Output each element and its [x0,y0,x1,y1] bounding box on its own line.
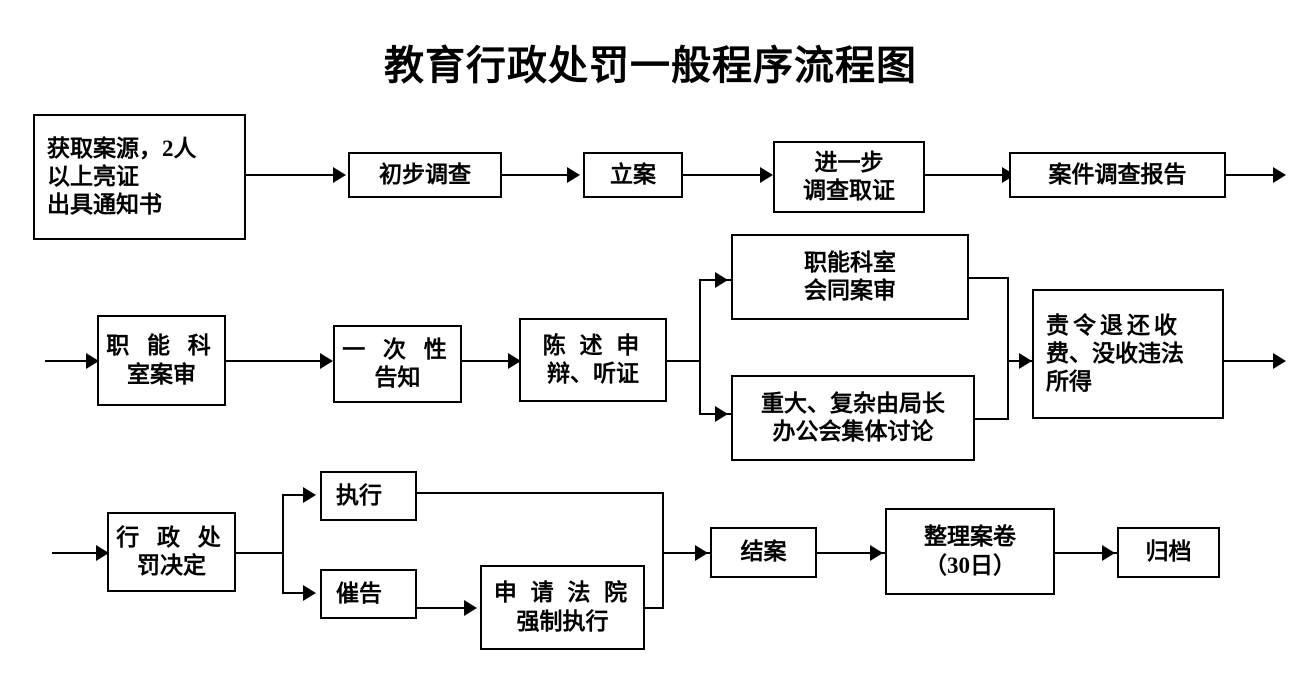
node-apply-court-enforcement: 申 请 法 院 强制执行 [480,565,645,650]
edge-n4-n5-line [925,174,1005,176]
node-administrative-penalty-decision: 行 政 处 罚决定 [107,512,236,592]
edge-n5-wrap-line [1226,174,1276,176]
node-line: 申 请 法 院 [493,580,632,606]
node-line: 责令退还收 [1046,312,1181,338]
node-execution: 执行 [320,471,417,521]
node-line: 一 次 性 [342,336,453,362]
node-line: （30日） [924,552,1016,578]
node-functional-department-review: 职 能 科 室案审 [97,315,226,406]
edge-n11-wrap-arrowhead [1273,353,1286,369]
node-line: 执行 [336,482,382,508]
edge-split-n14-line [282,592,314,594]
edge-merge-vertical [1007,277,1009,420]
node-organize-case-file: 整理案卷 （30日） [885,508,1055,595]
edge-n11-wrap-line [1224,360,1276,362]
edge-merge-row3-vertical [662,492,664,609]
edge-merge-n16-arrowhead [695,545,708,561]
edge-split-n13-arrowhead [303,487,316,503]
edge-n17-n18-arrowhead [1102,545,1115,561]
edge-n1-n2-arrowhead [333,167,346,183]
node-line: 进一步 [814,149,884,175]
node-one-time-notification: 一 次 性 告知 [333,325,462,403]
node-further-investigation: 进一步 调查取证 [773,141,925,213]
edge-n15-route-bottom [645,607,664,609]
node-major-complex-director-meeting: 重大、复杂由局长 办公会集体讨论 [731,375,975,461]
page-title: 教育行政处罚一般程序流程图 [384,43,917,88]
edge-n14-n15-arrowhead [464,600,477,616]
node-line: 出具通知书 [47,192,162,218]
node-line: 整理案卷 [924,524,1016,550]
edge-n12-split-stub [236,552,284,554]
node-line: 辩、听证 [547,361,639,386]
edge-wrap-n6-line [45,360,97,362]
node-line: 归档 [1145,539,1192,565]
edge-split-n10-arrowhead [715,406,728,422]
node-line: 罚决定 [137,553,206,578]
node-line: 室案审 [127,361,196,387]
edge-n2-n3-line [502,174,570,176]
node-line: 获取案源，2人 [47,135,197,161]
edge-n13-route-top [417,492,664,494]
edge-merge-n16-line [662,552,710,554]
edge-n9-merge-line [969,277,1009,279]
edge-split-n13-line [282,494,314,496]
node-line: 办公会集体讨论 [772,419,934,444]
node-line: 调查取证 [803,178,895,203]
edge-n1-n2-line [246,174,336,176]
edge-n3-n4-arrowhead [760,167,773,183]
edge-n2-n3-arrowhead [567,167,580,183]
node-statement-defense-hearing: 陈 述 申 辩、听证 [519,318,667,402]
edge-n14-n15-line [417,607,467,609]
edge-n5-wrap-arrowhead [1273,167,1286,183]
edge-n12-split-vertical [282,494,284,594]
node-archive: 归档 [1117,527,1220,578]
edge-wrap-n12-line [52,552,107,554]
node-line: 告知 [374,365,421,390]
node-line: 行 政 处 [116,524,227,550]
edge-n10-merge-line [975,418,1009,420]
edge-split-n9-arrowhead [715,272,728,288]
node-case-investigation-report: 案件调查报告 [1009,152,1226,198]
node-line: 立案 [610,161,656,187]
node-line: 案件调查报告 [1048,161,1187,187]
edge-n6-n7-line [226,360,330,362]
edge-n3-n4-line [683,174,763,176]
node-case-closed: 结案 [710,527,817,578]
edge-n6-n7-arrowhead [320,353,333,369]
node-line: 职能科室 [804,249,896,275]
node-preliminary-investigation: 初步调查 [348,152,502,198]
node-line: 重大、复杂由局长 [761,390,945,416]
node-line: 催告 [336,580,382,606]
node-line: 会同案审 [804,278,896,303]
edge-n17-n18-line [1055,552,1117,554]
edge-n7-n8-line [462,360,518,362]
edge-merge-n11-arrowhead [1019,353,1032,369]
edge-n7-n8-arrowhead [508,353,521,369]
edge-wrap-n6-arrowhead [86,353,99,369]
node-line: 费、没收违法 [1046,340,1184,366]
node-line: 强制执行 [516,608,609,634]
node-case-filing: 立案 [583,152,683,198]
node-line: 陈 述 申 [542,332,644,358]
edge-n8-split-stub [667,360,701,362]
edge-n16-n17-line [817,552,885,554]
node-line: 结案 [740,539,787,565]
edge-n8-split-vertical [699,279,701,415]
edge-n16-n17-arrowhead [870,545,883,561]
node-acquire-case-source: 获取案源，2人 以上亮证 出具通知书 [33,114,246,240]
node-line: 所得 [1046,369,1092,395]
edge-split-n14-arrowhead [303,585,316,601]
node-line: 以上亮证 [47,163,139,189]
node-reminder-notice: 催告 [320,569,417,619]
node-line: 职 能 科 [106,333,217,359]
node-order-refund-confiscate: 责令退还收 费、没收违法 所得 [1032,289,1224,419]
edge-wrap-n12-arrowhead [96,545,109,561]
node-line: 初步调查 [379,161,471,187]
node-joint-department-review: 职能科室 会同案审 [731,234,969,320]
